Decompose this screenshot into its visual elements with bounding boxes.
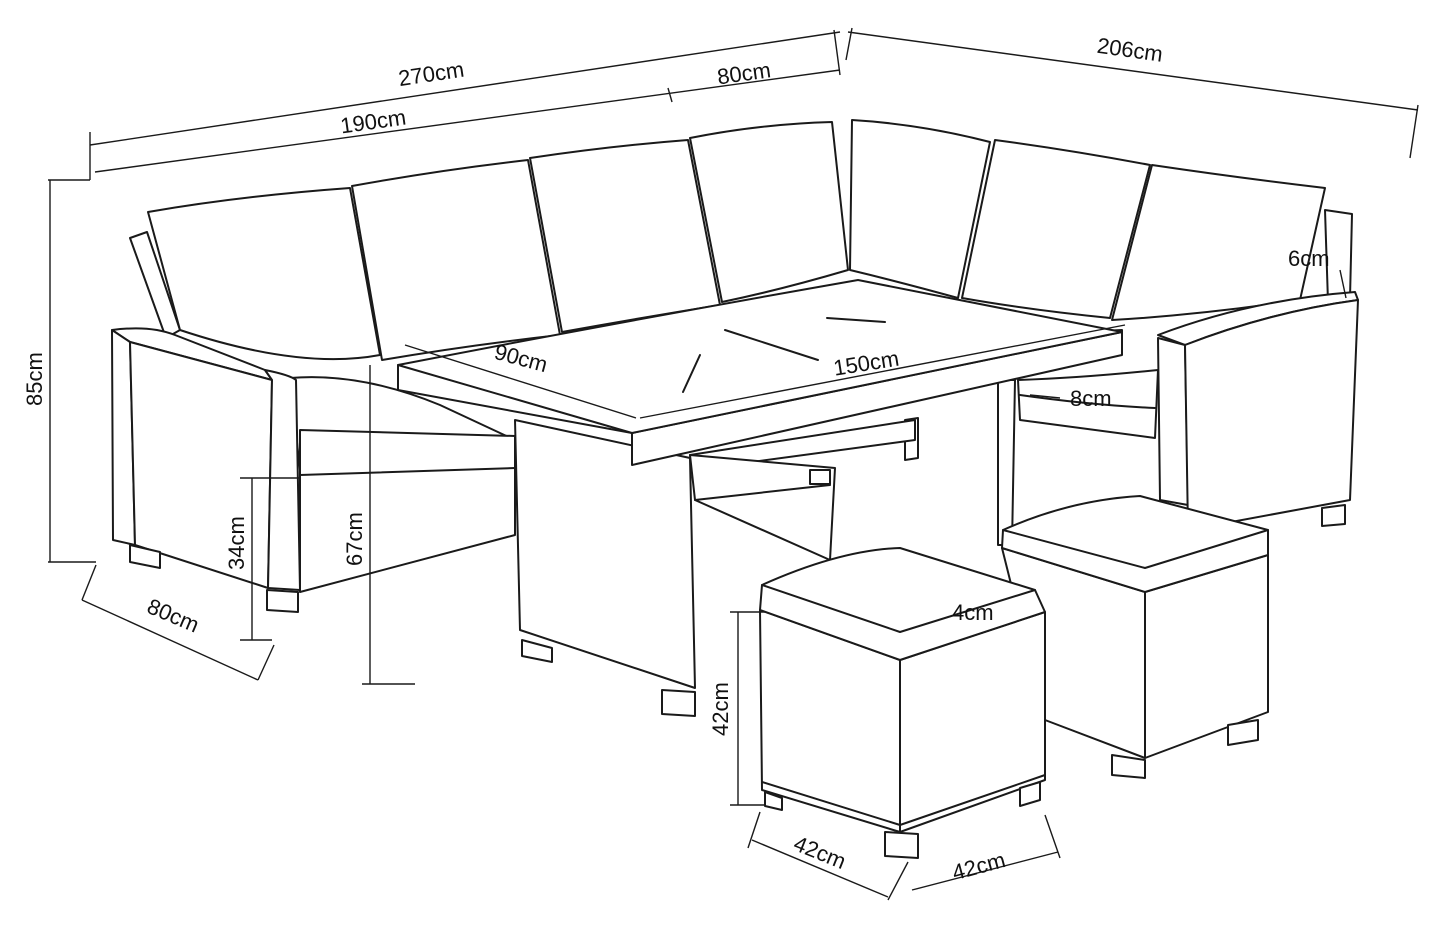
label-depth: 80cm [143,593,202,637]
back-cushion-3 [529,139,721,333]
stool-front-foot-1 [884,831,919,859]
label-table-height: 67cm [342,512,367,566]
label-seat-height: 34cm [224,516,249,570]
label-main-section: 190cm [339,104,408,138]
dimension-lines [48,27,1419,901]
glass-reflection-3 [682,354,701,393]
stool-front-foot-3 [1019,781,1041,807]
table-foot-3 [809,469,831,485]
stool-back [1001,495,1269,779]
stool-back-foot-1 [1111,754,1146,779]
back-cushion-4 [689,121,849,303]
back-cushion-1 [147,187,381,361]
sofa-base-left [299,429,516,593]
label-total-length: 270cm [397,57,466,91]
dining-table [397,279,1123,717]
table-foot-2 [661,689,696,717]
back-cushion-5 [849,119,991,299]
dimension-labels: 270cm 190cm 80cm 206cm 85cm 80cm 34cm 67… [22,33,1330,885]
stool-back-foot-2 [1227,719,1259,746]
right-arm-side [1184,299,1359,531]
sofa-foot-left-1 [129,544,161,569]
label-arm-width: 6cm [1288,246,1330,271]
table-foot-1 [521,639,553,663]
stool-front-foot-2 [764,791,783,811]
label-corner-section: 80cm [716,57,773,89]
back-cushion-6 [961,139,1151,319]
left-arm-top-side [264,369,301,591]
right-arm-front [1157,337,1189,506]
back-cushion-2 [351,159,561,361]
label-stool-depth: 42cm [790,831,849,874]
label-cushion-thickness: 8cm [1070,386,1112,411]
tabletop [397,279,1123,434]
label-side-length: 206cm [1096,33,1165,67]
stool-front-cushion [759,547,1046,661]
label-overall-height: 85cm [22,352,47,406]
glass-reflection-2 [826,317,886,323]
label-stool-height: 42cm [708,682,733,736]
sofa-foot-left-2 [266,589,299,613]
glass-reflection-1 [724,329,819,361]
label-stool-width: 42cm [950,847,1008,885]
label-stool-cushion: 4cm [952,600,994,625]
sofa-foot-right [1321,504,1346,527]
table-leg-right [997,379,1016,546]
stool-front [759,547,1046,859]
stool-back-cushion [1001,495,1269,593]
corner-sofa [111,119,1359,613]
